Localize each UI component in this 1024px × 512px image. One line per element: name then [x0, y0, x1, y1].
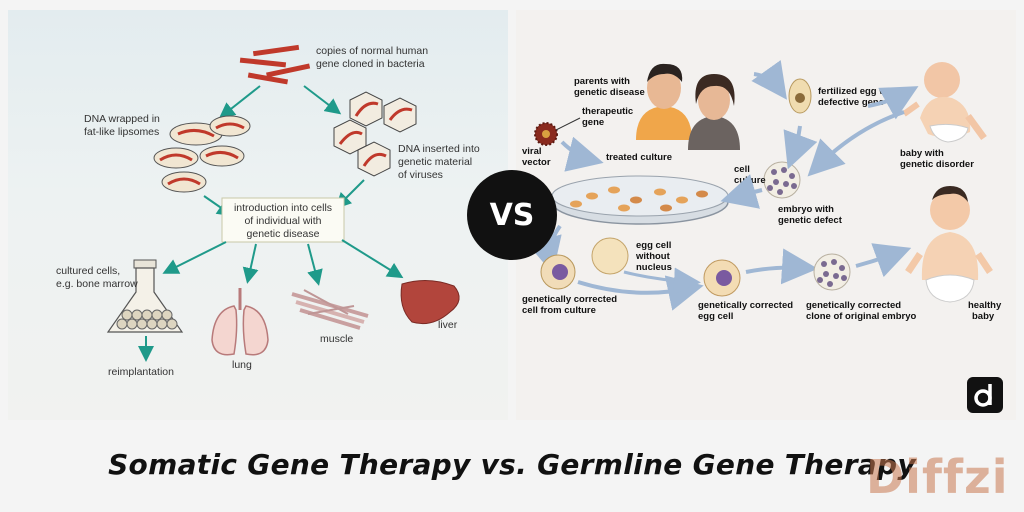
vs-badge: VS — [467, 170, 557, 260]
liver-icon — [400, 280, 460, 325]
brand-watermark: Diffzi — [866, 450, 1009, 504]
label-cultured-2: e.g. bone marrow — [56, 278, 138, 290]
label-dna-inserted-3: of viruses — [398, 169, 443, 181]
label-dna-inserted-2: genetic material — [398, 156, 472, 168]
label-cell-culture-2: culture — [734, 175, 766, 186]
corrected-clone-icon — [813, 253, 851, 291]
label-cell-culture-1: cell — [734, 164, 750, 175]
flask-icon — [106, 259, 184, 333]
label-dna-wrapped-1: DNA wrapped in — [84, 113, 160, 125]
label-corrected-clone-2: clone of original embryo — [806, 311, 917, 322]
label-baby-disorder-1: baby with — [900, 148, 944, 159]
parents-icon — [636, 63, 740, 150]
viral-vector-icon — [534, 122, 558, 146]
label-reimplantation: reimplantation — [108, 366, 174, 378]
label-liver: liver — [438, 319, 458, 331]
label-viral-2: vector — [522, 157, 551, 168]
label-corrected-cell-2: cell from culture — [522, 305, 596, 316]
somatic-panel: copies of normal human gene cloned in ba… — [8, 10, 508, 420]
corrected-egg-icon — [703, 259, 741, 297]
label-fertilized-1: fertilized egg with — [818, 86, 898, 97]
label-treated: treated culture — [606, 152, 672, 163]
label-embryo-2: genetic defect — [778, 215, 843, 226]
label-therapeutic-2: gene — [582, 117, 604, 128]
page-caption: Somatic Gene Therapy vs. Germline Gene T… — [108, 448, 916, 481]
fertilized-egg-icon — [788, 78, 812, 114]
baby-disorder-icon — [902, 62, 987, 143]
label-egg-1: egg cell — [636, 240, 671, 251]
label-intro-3: genetic disease — [247, 228, 320, 240]
label-dna-inserted-1: DNA inserted into — [398, 143, 480, 155]
label-baby-disorder-2: genetic disorder — [900, 159, 974, 170]
logo-glyph: d — [974, 384, 992, 407]
germline-panel: parents with genetic disease fertilized … — [516, 10, 1016, 420]
label-healthy-1: healthy — [968, 300, 1002, 311]
label-muscle: muscle — [320, 333, 353, 345]
healthy-baby-icon — [905, 186, 993, 303]
petri-dish-icon — [551, 175, 729, 225]
diffzi-logo-icon: d — [967, 377, 1003, 413]
label-cultured-1: cultured cells, — [56, 265, 120, 277]
gene-copies-icon — [239, 44, 311, 85]
viruses-icon — [333, 91, 417, 177]
label-fertilized-2: defective gene — [818, 97, 884, 108]
label-therapeutic-1: therapeutic — [582, 106, 633, 117]
label-intro-2: of individual with — [244, 215, 321, 227]
label-healthy-2: baby — [972, 311, 995, 322]
label-corrected-egg-2: egg cell — [698, 311, 733, 322]
corrected-cell-icon — [540, 254, 576, 290]
muscle-icon — [291, 289, 369, 330]
label-embryo-1: embryo with — [778, 204, 834, 215]
egg-cell-icon — [591, 237, 629, 275]
label-egg-3: nucleus — [636, 262, 672, 273]
label-egg-2: without — [635, 251, 671, 262]
intro-box — [221, 197, 345, 243]
label-viral-1: viral — [522, 146, 542, 157]
lung-icon — [211, 288, 269, 356]
label-intro-1: introduction into cells — [234, 202, 332, 214]
germline-diagram: parents with genetic disease fertilized … — [522, 60, 1002, 322]
somatic-diagram: copies of normal human gene cloned in ba… — [56, 44, 480, 378]
label-parents-2: genetic disease — [574, 87, 645, 98]
label-lung: lung — [232, 359, 252, 371]
label-copies-1: copies of normal human — [316, 45, 428, 57]
label-copies-2: gene cloned in bacteria — [316, 58, 425, 70]
cell-culture-icon — [763, 161, 801, 199]
label-corrected-egg-1: genetically corrected — [698, 300, 793, 311]
label-corrected-clone-1: genetically corrected — [806, 300, 901, 311]
liposomes-icon — [153, 115, 251, 193]
label-parents-1: parents with — [574, 76, 630, 87]
label-dna-wrapped-2: fat-like lipsomes — [84, 126, 159, 138]
label-corrected-cell-1: genetically corrected — [522, 294, 617, 305]
